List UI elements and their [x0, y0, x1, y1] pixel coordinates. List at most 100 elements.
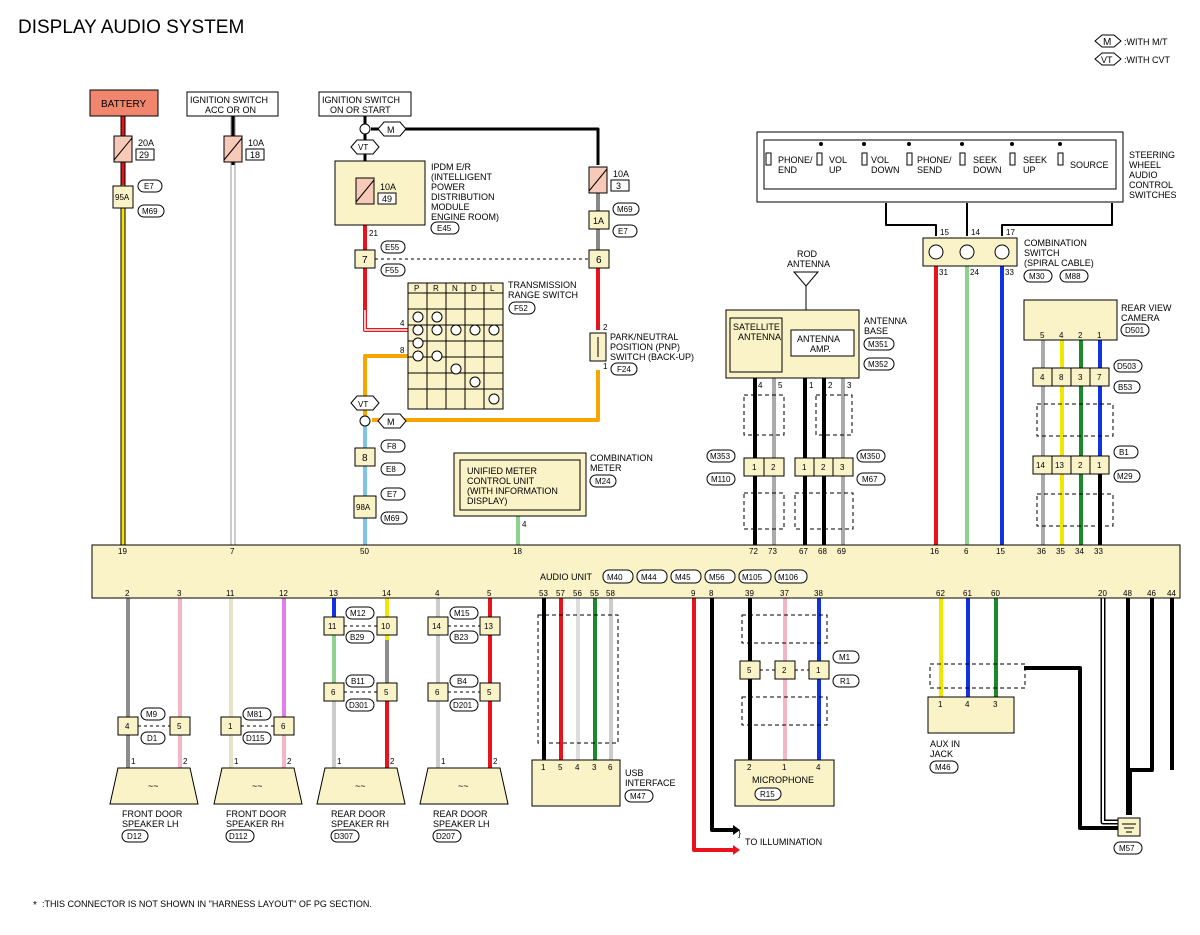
to-illumination: } TO ILLUMINATION [733, 825, 822, 855]
svg-text:B53: B53 [1118, 383, 1133, 392]
svg-text:M9: M9 [146, 710, 158, 719]
svg-text:3: 3 [840, 463, 845, 472]
svg-text:P: P [414, 284, 419, 293]
svg-text:M110: M110 [711, 475, 731, 484]
svg-text:5: 5 [558, 763, 563, 772]
svg-text:M105: M105 [742, 573, 763, 582]
svg-text:REAR DOOR: REAR DOOR [433, 809, 488, 819]
svg-text:SWITCH (BACK-UP): SWITCH (BACK-UP) [610, 352, 694, 362]
svg-text:16: 16 [930, 547, 939, 556]
svg-text:1: 1 [1097, 461, 1102, 470]
svg-text:13: 13 [1055, 461, 1064, 470]
svg-text:18: 18 [250, 150, 260, 160]
svg-text:FRONT DOOR: FRONT DOOR [122, 809, 183, 819]
svg-text:SWITCH: SWITCH [1024, 248, 1060, 258]
svg-text:IGNITION SWITCH: IGNITION SWITCH [322, 95, 400, 105]
svg-text:SEEK: SEEK [1023, 155, 1047, 165]
svg-text:M69: M69 [617, 205, 633, 214]
battery-box: BATTERY [89, 89, 159, 117]
svg-text:5: 5 [487, 688, 492, 697]
svg-text:2: 2 [125, 589, 130, 598]
svg-text:4: 4 [435, 589, 440, 598]
svg-text:B1: B1 [1119, 448, 1129, 457]
svg-text:2: 2 [1078, 461, 1083, 470]
svg-text:98A: 98A [356, 503, 371, 512]
svg-text:73: 73 [768, 547, 777, 556]
svg-text:E55: E55 [385, 243, 400, 252]
connector-98a: 98A E7 M69 [353, 487, 408, 525]
svg-text:2: 2 [287, 757, 292, 766]
svg-text:M30: M30 [1029, 272, 1045, 281]
svg-text:~~: ~~ [252, 781, 263, 791]
transmission-range-switch: P R N D L 4 8 TRANSMISSION RANGE SWITCH … [400, 280, 578, 410]
svg-text:1: 1 [603, 362, 608, 371]
svg-text:8: 8 [362, 453, 368, 464]
svg-text:REAR DOOR: REAR DOOR [331, 809, 386, 819]
svg-text:69: 69 [837, 547, 846, 556]
svg-text:15: 15 [996, 547, 1005, 556]
svg-text:4: 4 [1059, 331, 1064, 340]
svg-text:1: 1 [131, 757, 136, 766]
svg-text:2: 2 [821, 463, 826, 472]
svg-text:DOWN: DOWN [973, 165, 1002, 175]
svg-text:M352: M352 [868, 360, 889, 369]
svg-text:14: 14 [382, 589, 391, 598]
svg-text:5: 5 [177, 722, 182, 731]
svg-text:DOWN: DOWN [871, 165, 900, 175]
svg-text:END: END [778, 165, 798, 175]
svg-text:R: R [433, 284, 439, 293]
svg-text:5: 5 [747, 666, 752, 675]
svg-text:20A: 20A [138, 138, 154, 148]
svg-text:CAMERA: CAMERA [1121, 313, 1160, 323]
svg-text:D: D [471, 284, 477, 293]
svg-text:1: 1 [234, 757, 239, 766]
svg-text:35: 35 [1056, 547, 1065, 556]
svg-text:5: 5 [384, 688, 389, 697]
svg-text:6: 6 [596, 255, 602, 266]
svg-text:44: 44 [1167, 589, 1176, 598]
svg-text:M56: M56 [709, 573, 725, 582]
fuse-10a-right: 10A 3 [588, 166, 630, 194]
svg-text:4: 4 [400, 319, 405, 328]
svg-text:ANTENNA: ANTENNA [787, 259, 830, 269]
svg-text:11: 11 [328, 622, 337, 631]
rear-lh-connectors: 14 13 M15 B23 6 5 B4 D201 [427, 606, 501, 712]
svg-text:4: 4 [522, 520, 527, 529]
svg-text:M40: M40 [607, 573, 623, 582]
combination-switch: 15 14 17 31 24 33 COMBINATION SWITCH (SP… [922, 228, 1094, 283]
front-lh-connectors: 4 5 M9 D1 [117, 707, 191, 745]
svg-text:IGNITION SWITCH: IGNITION SWITCH [190, 95, 268, 105]
svg-text:(WITH INFORMATION: (WITH INFORMATION [467, 486, 558, 496]
svg-text:F24: F24 [617, 365, 631, 374]
svg-text:7: 7 [230, 547, 235, 556]
svg-text:VOL: VOL [871, 155, 889, 165]
legend-cvt-text: :WITH CVT [1124, 55, 1170, 65]
svg-text:*: * [33, 900, 37, 911]
front-rh-connectors: 1 6 M81 D115 [220, 707, 295, 745]
svg-text:E7: E7 [387, 490, 397, 499]
svg-text:4: 4 [125, 722, 130, 731]
battery-label: BATTERY [101, 99, 147, 110]
svg-text:WHEEL: WHEEL [1129, 160, 1161, 170]
svg-text:SPEAKER LH: SPEAKER LH [122, 819, 179, 829]
svg-text:6: 6 [608, 763, 613, 772]
svg-text:COMBINATION: COMBINATION [1024, 238, 1087, 248]
svg-text:STEERING: STEERING [1129, 150, 1175, 160]
svg-text:9: 9 [691, 589, 696, 598]
usb-interface: 1 5 4 3 6 USB INTERFACE M47 [531, 614, 676, 807]
svg-text:33: 33 [1094, 547, 1103, 556]
svg-text:B23: B23 [454, 633, 469, 642]
svg-text:2: 2 [828, 381, 833, 390]
svg-text:2: 2 [782, 666, 787, 675]
svg-text:M106: M106 [778, 573, 799, 582]
svg-text:18: 18 [513, 547, 522, 556]
svg-text:~~: ~~ [355, 781, 366, 791]
svg-text:60: 60 [991, 589, 1000, 598]
svg-text:17: 17 [1006, 228, 1015, 237]
svg-text:D1: D1 [147, 734, 158, 743]
svg-text:ANTENNA: ANTENNA [797, 334, 840, 344]
